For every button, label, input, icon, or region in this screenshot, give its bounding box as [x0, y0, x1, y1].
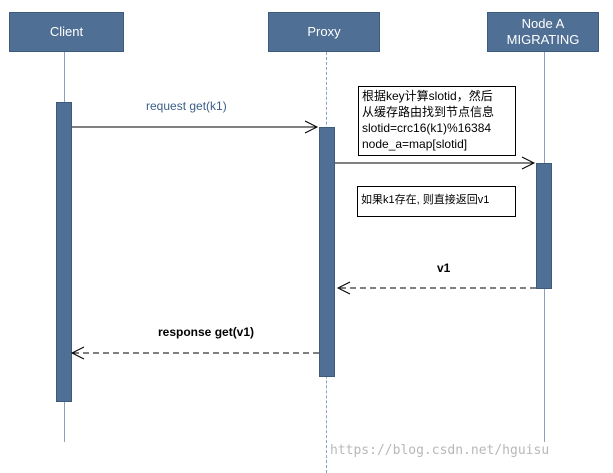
key-exists-text: 如果k1存在, 则直接返回v1	[361, 194, 490, 206]
client-activation	[56, 102, 72, 402]
note-line-3: slotid=crc16(k1)%16384	[362, 121, 492, 135]
reply-v1-label: v1	[437, 261, 451, 275]
note-line-4: node_a=map[slotid]	[362, 137, 468, 151]
response-arrow-head	[70, 346, 85, 360]
request-label: request get(k1)	[146, 99, 227, 113]
node-a-activation	[536, 163, 552, 289]
participant-client-label: Client	[49, 24, 84, 39]
participant-proxy-label: Proxy	[307, 24, 341, 39]
note-line-1: 根据key计算slotid，然后	[362, 89, 493, 103]
participant-node-a-name: Node A	[521, 16, 565, 31]
proxy-activation	[319, 127, 335, 377]
key-exists-note: 如果k1存在, 则直接返回v1	[357, 186, 516, 217]
participant-node-a-state: MIGRATING	[506, 32, 580, 47]
participant-client: Client	[9, 12, 124, 52]
note-line-2: 从缓存路由找到节点信息	[362, 105, 495, 119]
watermark: https://blog.csdn.net/hguisu	[330, 443, 550, 458]
participant-node-a: Node A MIGRATING	[487, 12, 599, 52]
request-arrow-head	[304, 120, 319, 134]
route-compute-note: 根据key计算slotid，然后 从缓存路由找到节点信息 slotid=crc1…	[358, 86, 516, 156]
reply-v1-arrow-head	[336, 281, 351, 295]
response-label: response get(v1)	[158, 325, 255, 339]
route-arrow-head	[521, 156, 536, 170]
participant-proxy: Proxy	[268, 12, 380, 52]
